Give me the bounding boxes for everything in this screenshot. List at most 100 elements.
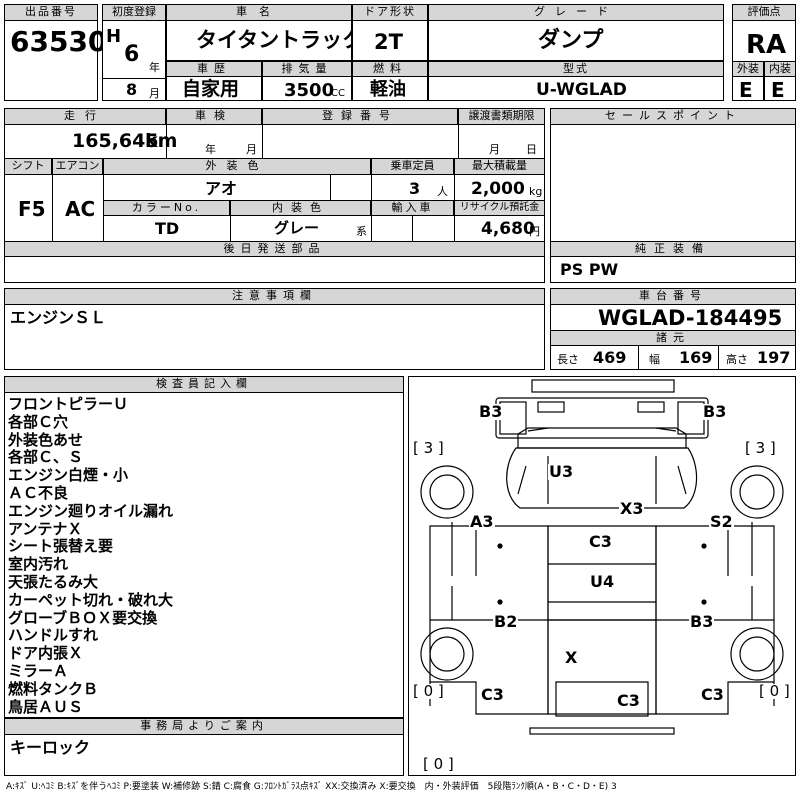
inspector-note: 室内汚れ	[8, 555, 69, 574]
length: 469	[593, 348, 627, 367]
length-label: 長さ	[557, 353, 579, 366]
front-left-tire	[420, 465, 474, 519]
capacity-label: 乗車定員	[371, 158, 454, 175]
damage-mark: C3	[480, 685, 505, 704]
front-right-tire	[730, 465, 784, 519]
grade: ダンプ	[538, 28, 604, 53]
caution-label: 注意事項欄	[4, 288, 545, 305]
front-bumper	[531, 379, 675, 393]
width-label: 幅	[649, 353, 660, 366]
exterior-color: アオ	[205, 179, 238, 198]
interior-score: E	[771, 78, 785, 102]
ac-label: エアコン	[52, 158, 103, 175]
exterior-color-label: 外装色	[103, 158, 371, 175]
interior-color-suffix: 系	[356, 225, 367, 238]
inspector-label: 検査員記入欄	[4, 376, 404, 393]
inspector-note: カーペット切れ・破れ大	[8, 590, 174, 609]
shift-label: シフト	[4, 158, 52, 175]
inspector-note: フロントピラーＵ	[8, 395, 129, 413]
inspector-note: シート張替え要	[8, 537, 114, 556]
car-name: タイタントラック	[196, 28, 364, 52]
damage-mark: B3	[478, 402, 504, 421]
transfer-day-unit: 日	[526, 143, 537, 156]
month-unit: 月	[149, 87, 160, 100]
recycle-label: リサイクル預託金	[454, 200, 545, 216]
interior-color-label: 内装色	[230, 200, 371, 216]
fuel: 軽油	[370, 79, 406, 100]
transfer-deadline-label: 譲渡書類期限	[458, 108, 545, 125]
reg-number-label: 登録番号	[262, 108, 458, 125]
exterior-score: E	[739, 78, 753, 102]
damage-mark: C3	[616, 691, 641, 710]
grade-label: グレード	[428, 4, 724, 21]
model-code: U-WGLAD	[536, 80, 627, 100]
damage-mark: C3	[700, 685, 725, 704]
office-label: 事務局よりご案内	[4, 718, 404, 735]
damage-mark: B2	[493, 612, 519, 631]
interior-color: グレー	[274, 219, 320, 237]
score-label: 評価点	[732, 4, 796, 21]
later-parts-label: 後日発送部品	[4, 241, 545, 257]
cab-body	[506, 447, 698, 509]
rear-left-tire	[420, 627, 474, 681]
mileage-unit: km	[145, 130, 178, 152]
car-name-label: 車名	[166, 4, 352, 21]
damage-mark: B3	[689, 612, 715, 631]
inspector-note: ドア内張Ｘ	[8, 644, 84, 663]
transfer-month-unit: 月	[489, 143, 500, 156]
tire-tread-mark: [ 3 ]	[413, 439, 444, 457]
interior-score-label: 内装	[764, 61, 796, 77]
damage-mark: C3	[588, 532, 613, 551]
inspector-note: ＡＣ不良	[8, 484, 69, 502]
max-load-unit: kg	[529, 185, 543, 198]
overall-score: RA	[746, 30, 787, 60]
inspector-note: 燃料タンクＢ	[8, 679, 99, 698]
damage-mark: X3	[619, 499, 645, 518]
damage-mark: S2	[709, 512, 734, 531]
inspector-note: グローブＢＯＸ要交換	[8, 608, 158, 627]
inspection-label: 車検	[166, 108, 262, 125]
capacity: 3	[409, 179, 421, 198]
tire-tread-mark: [ 0 ]	[759, 682, 790, 700]
damage-mark: U3	[548, 462, 575, 481]
recycle-deposit: 4,680	[481, 219, 535, 239]
damage-mark: A3	[469, 512, 495, 531]
tire-tread-mark: [ 0 ]	[423, 755, 454, 773]
displacement-unit: CC	[331, 88, 345, 99]
tire-tread-mark: [ 3 ]	[745, 439, 776, 457]
max-load-label: 最大積載量	[454, 158, 545, 175]
recycle-unit: 円	[529, 225, 540, 238]
inspector-note: アンテナＸ	[8, 519, 83, 538]
chassis-number: WGLAD-184495	[598, 306, 783, 330]
inspector-box	[4, 376, 404, 718]
color-number: TD	[155, 219, 180, 238]
inspector-note: 外装色あせ	[8, 430, 84, 449]
chassis-label: 車台番号	[550, 288, 796, 305]
max-load: 2,000	[471, 179, 525, 199]
height-label: 高さ	[726, 353, 748, 366]
shift: F5	[18, 197, 46, 221]
inspector-note: 各部Ｃ、Ｓ	[8, 448, 84, 467]
specs-label: 諸元	[550, 330, 796, 346]
tire-tread-mark: [ 0 ]	[413, 682, 444, 700]
inspection-month-unit: 月	[246, 143, 257, 156]
inspector-note: ハンドルすれ	[8, 626, 99, 645]
mileage: 165,645	[72, 130, 159, 152]
width: 169	[679, 348, 713, 367]
caution-text: エンジンＳＬ	[10, 308, 107, 327]
damage-mark: X	[564, 648, 579, 667]
inspection-year-unit: 年	[205, 143, 216, 156]
lot-number: 63530	[10, 25, 108, 58]
damage-legend: A:ｷｽﾞ U:ﾍｺﾐ B:ｷｽﾞを伴うﾍｺﾐ P:要塗装 W:補修跡 S:錆 …	[6, 782, 617, 792]
inspector-note: エンジン白煙・小	[8, 466, 129, 485]
rear-right-tire	[730, 627, 784, 681]
color-number-label: カラーNo.	[103, 200, 230, 216]
genuine-equipment-label: 純正装備	[550, 241, 796, 257]
registration-month: 8	[126, 80, 138, 99]
center-bed-outline	[547, 525, 657, 715]
inspector-note: エンジン廻りオイル漏れ	[8, 501, 174, 520]
office-text: キーロック	[10, 738, 91, 757]
history: 自家用	[182, 78, 240, 100]
air-conditioner: AC	[65, 197, 96, 221]
inspector-note: 天張たるみ大	[8, 573, 99, 591]
